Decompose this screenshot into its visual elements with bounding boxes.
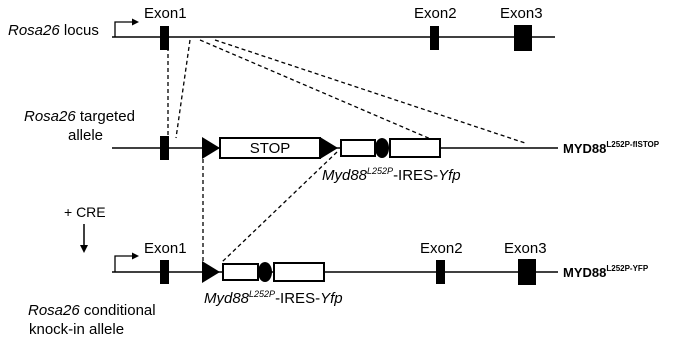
locus-row — [112, 18, 555, 51]
locus-exon2 — [430, 26, 439, 50]
conditional-label-line2: knock-in allele — [29, 321, 125, 338]
locus-promoter-arrowhead — [132, 18, 139, 26]
connector-line — [199, 39, 441, 144]
locus-label-gene: Rosa26 — [8, 22, 60, 39]
locus-exon3 — [514, 25, 532, 51]
targeted-row — [112, 136, 558, 160]
connector-line — [175, 39, 191, 139]
dashed-connectors-bottom — [202, 151, 338, 263]
cre-arrow — [80, 224, 88, 253]
conditional-exon3-label: Exon3 — [504, 240, 547, 257]
conditional-label: Rosa26 conditional — [28, 302, 156, 319]
cassette-reporter: Yfp — [438, 167, 461, 184]
loxp-triangle-remaining — [202, 261, 220, 283]
cassette-gene-allele: L252P — [367, 166, 394, 176]
conditional-yfp-box — [273, 262, 325, 282]
conditional-myd88-box — [222, 263, 259, 281]
dashed-connectors-top — [167, 39, 526, 144]
conditional-ires-oval — [258, 262, 272, 282]
loxp-triangle-right — [320, 137, 338, 159]
locus-label: Rosa26 locus — [8, 22, 99, 39]
conditional-exon2 — [436, 260, 445, 284]
conditional-exon3 — [518, 259, 536, 285]
locus-exon1 — [160, 26, 169, 50]
targeted-allele-name: MYD88L252P-flSTOP — [563, 140, 659, 157]
conditional-exon2-label: Exon2 — [420, 240, 463, 257]
allele-variant: L252P-YFP — [606, 264, 649, 273]
targeted-myd88-box — [340, 139, 376, 157]
conditional-label-gene: Rosa26 — [28, 302, 80, 319]
cassette-gene-allele: L252P — [249, 289, 276, 299]
locus-label-rest: locus — [59, 22, 99, 39]
conditional-promoter-arrowhead — [132, 252, 139, 260]
connector-line — [221, 151, 338, 263]
targeted-label-gene: Rosa26 — [24, 108, 76, 125]
targeted-label: Rosa26 targeted — [24, 108, 135, 125]
cre-arrow-head — [80, 245, 88, 253]
allele-gene: MYD88 — [563, 141, 607, 156]
conditional-row — [112, 252, 558, 285]
locus-exon1-label: Exon1 — [144, 5, 187, 22]
targeted-exon1 — [160, 136, 169, 160]
conditional-allele-name: MYD88L252P-YFP — [563, 264, 648, 281]
cassette-reporter: Yfp — [320, 290, 343, 307]
cassette-gene: Myd88 — [204, 290, 250, 307]
conditional-promoter-arrow — [114, 255, 133, 272]
conditional-cassette-label: Myd88L252P-IRES-Yfp — [204, 289, 343, 308]
allele-variant: L252P-flSTOP — [606, 140, 660, 149]
cassette-gene: Myd88 — [322, 167, 368, 184]
cassette-middle: -IRES- — [275, 290, 321, 307]
targeted-label-line2: allele — [68, 127, 104, 144]
targeted-yfp-box — [389, 138, 441, 158]
targeted-ires-oval — [375, 138, 389, 158]
connector-line — [214, 39, 526, 144]
conditional-exon1 — [160, 260, 169, 284]
locus-exon3-label: Exon3 — [500, 5, 543, 22]
cre-label: + CRE — [64, 204, 106, 220]
locus-exon2-label: Exon2 — [414, 5, 457, 22]
targeted-label-rest: targeted — [75, 108, 135, 125]
locus-promoter-arrow — [114, 21, 133, 37]
targeted-cassette-label: Myd88L252P-IRES-Yfp — [322, 166, 461, 185]
conditional-label-rest: conditional — [79, 302, 156, 319]
cassette-middle: -IRES- — [393, 167, 439, 184]
conditional-exon1-label: Exon1 — [144, 240, 187, 257]
allele-gene: MYD88 — [563, 265, 607, 280]
stop-label: STOP — [249, 140, 291, 157]
loxp-triangle-left — [202, 137, 220, 159]
